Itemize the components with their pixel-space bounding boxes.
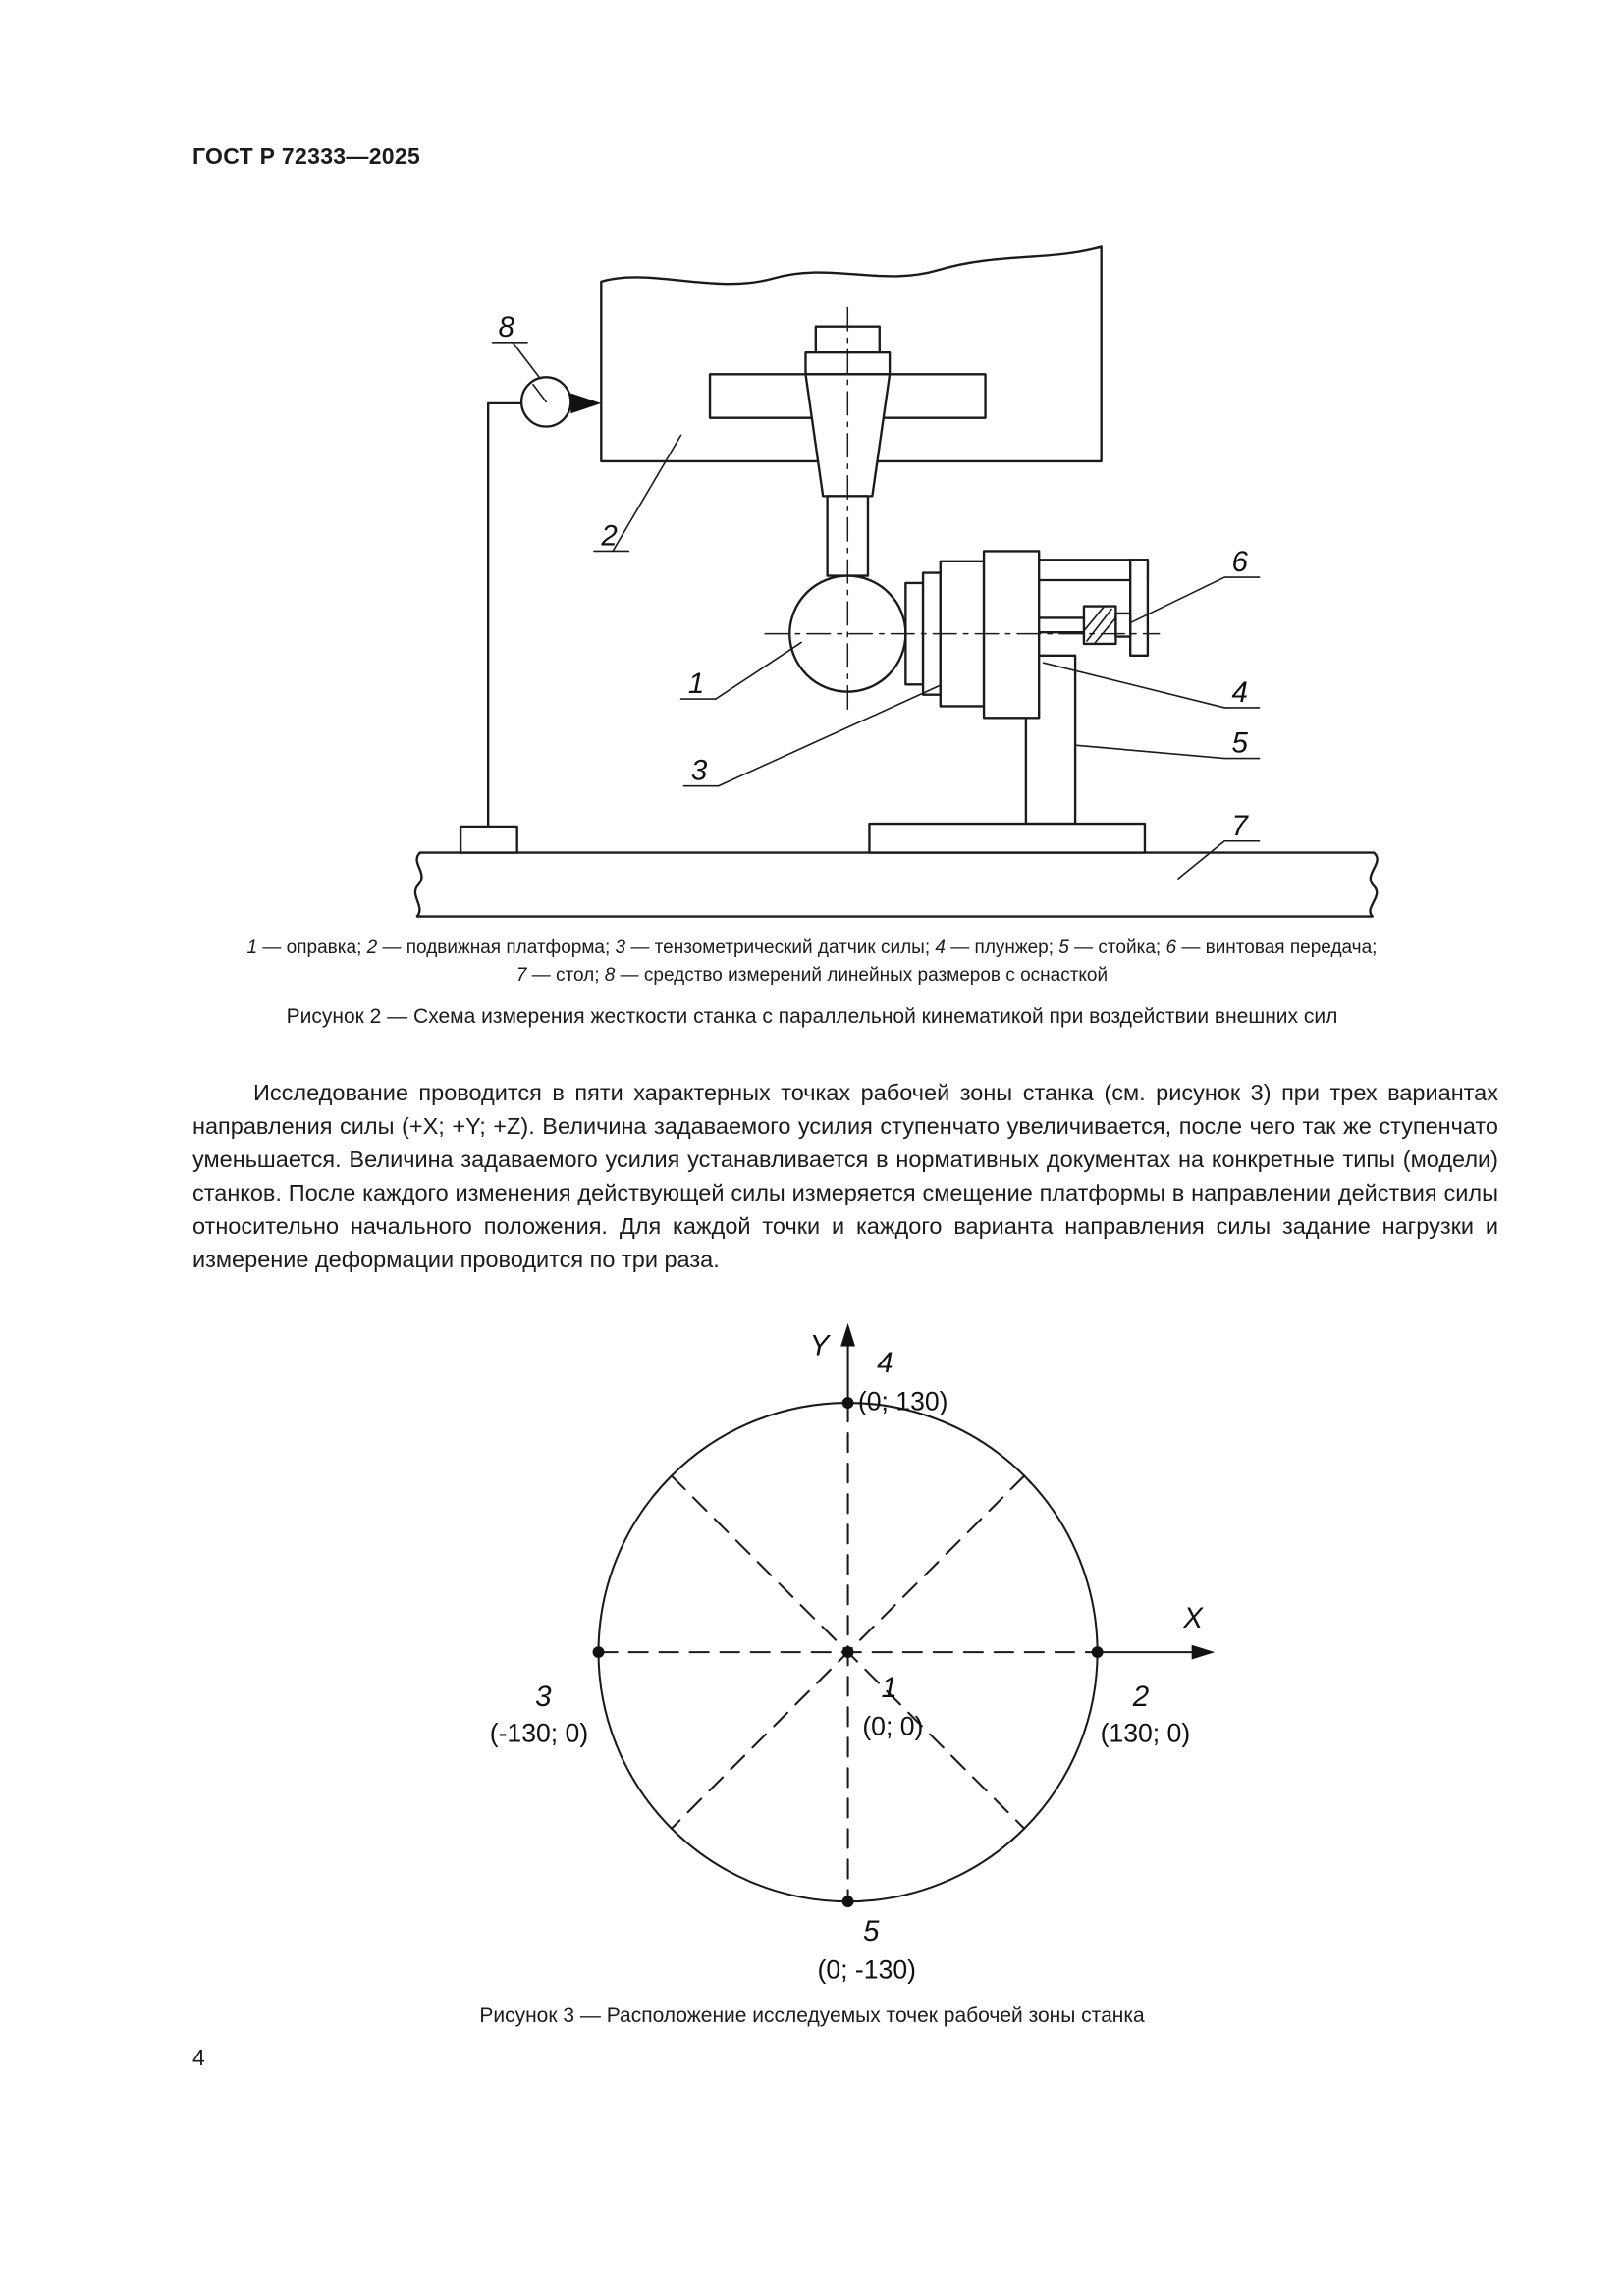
point-5-coords: (0; -130) [818, 1954, 916, 1984]
point-5-label: 5 [863, 1915, 880, 1948]
point-3-coords: (-130; 0) [490, 1719, 588, 1748]
point-3-label: 3 [535, 1681, 552, 1713]
figure3-diagram: Y X 4 (0; 130) 2 (130; 0) 3 (-130; 0) 1 … [490, 1322, 1216, 1984]
point-2-label: 2 [1132, 1681, 1149, 1713]
point-4-coords: (0; 130) [858, 1386, 948, 1415]
figure2-legend: 1 — оправка; 2 — подвижная платформа; 3 … [128, 934, 1496, 989]
legend-item: 8 — средство измерений линейных размеров… [604, 965, 1109, 986]
callout-label-8: 8 [498, 311, 514, 344]
callout-label-1: 1 [688, 667, 704, 700]
page-number: 4 [192, 2045, 205, 2070]
figure2-caption: Рисунок 2 — Схема измерения жесткости ст… [286, 1005, 1338, 1028]
legend-item: 7 — стол; [515, 965, 605, 986]
figure3-caption: Рисунок 3 — Расположение исследуемых точ… [479, 2004, 1145, 2027]
centerlines [764, 306, 1161, 712]
legend-item: 1 — оправка; [246, 937, 367, 958]
axis-y-label: Y [810, 1329, 832, 1362]
callout-label-4: 4 [1232, 676, 1248, 709]
coordinate-axes [840, 1322, 1216, 1660]
point-2-coords: (130; 0) [1101, 1719, 1191, 1748]
page-title: ГОСТ Р 72333—2025 [192, 143, 421, 169]
legend-item: 6 — винтовая передача; [1165, 937, 1378, 958]
figure2-diagram: 8 2 1 3 4 5 6 7 [413, 245, 1379, 918]
dial-indicator [459, 376, 602, 854]
leader-lines [491, 342, 1261, 880]
screw-drive [1038, 559, 1150, 657]
axis-x-label: X [1182, 1602, 1204, 1634]
point-1-coords: (0; 0) [862, 1711, 923, 1740]
point-1-label: 1 [882, 1672, 897, 1704]
x-axis-arrow-icon [1191, 1644, 1216, 1660]
measurement-points [592, 1397, 1104, 1908]
legend-item: 2 — подвижная платформа; [366, 937, 616, 958]
callout-label-6: 6 [1232, 546, 1249, 578]
callout-label-7: 7 [1232, 810, 1250, 842]
legend-item: 3 — тензометрический датчик силы; [615, 937, 936, 958]
body-paragraph: Исследование проводится в пяти характерн… [192, 1079, 1498, 1272]
point-4-label: 4 [877, 1347, 893, 1379]
machine-table [413, 851, 1379, 918]
callout-label-5: 5 [1232, 727, 1249, 760]
legend-item: 4 — плунжер; [935, 937, 1059, 958]
callout-label-3: 3 [691, 755, 708, 787]
callout-label-2: 2 [600, 520, 617, 553]
legend-item: 5 — стойка; [1058, 937, 1166, 958]
y-axis-arrow-icon [840, 1322, 855, 1347]
